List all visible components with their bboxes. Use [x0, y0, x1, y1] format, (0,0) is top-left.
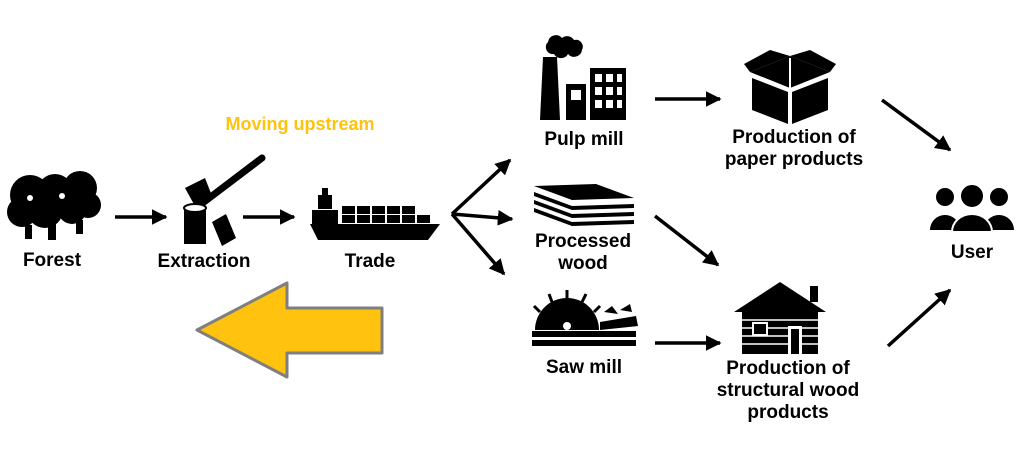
axe-stump-icon	[183, 154, 266, 246]
structural-products-line2: structural wood	[716, 380, 860, 401]
node-label-saw-mill: Saw mill	[545, 357, 623, 378]
arrow-paper-user	[880, 98, 952, 152]
node-label-extraction: Extraction	[157, 251, 251, 272]
arrow-processed-structural	[653, 214, 720, 267]
cargo-ship-icon	[310, 188, 440, 240]
users-icon	[930, 183, 1014, 233]
node-label-user: User	[950, 242, 994, 263]
arrow-structural-user	[886, 288, 952, 348]
paper-products-line1: Production of	[732, 127, 856, 148]
arrow-trade-pulp-mill	[450, 158, 512, 216]
box-icon	[744, 50, 836, 124]
node-label-processed-wood: Processed wood	[518, 231, 648, 275]
annotation-moving-upstream: Moving upstream	[225, 114, 375, 134]
trees-icon	[7, 171, 101, 240]
paper-products-line2: paper products	[724, 149, 864, 170]
processed-wood-line2: wood	[558, 253, 608, 274]
flow-arrows	[115, 91, 952, 351]
node-label-trade: Trade	[344, 251, 396, 272]
upstream-arrow	[195, 281, 384, 379]
node-label-forest: Forest	[22, 250, 82, 271]
processed-wood-line1: Processed	[534, 231, 632, 252]
node-label-pulp-mill: Pulp mill	[544, 129, 624, 150]
structural-products-line3: products	[747, 402, 829, 423]
arrow-trade-processed-wood	[451, 209, 514, 226]
node-label-paper-products: Production of paper products	[704, 127, 884, 171]
arrow-trade-saw-mill	[450, 212, 506, 276]
structural-products-line1: Production of	[726, 358, 850, 379]
wood-stack-icon	[534, 184, 634, 226]
saw-blade-icon	[532, 290, 638, 346]
node-label-structural-products: Production of structural wood products	[690, 358, 886, 424]
factory-icon	[540, 35, 626, 120]
log-cabin-icon	[734, 282, 826, 354]
